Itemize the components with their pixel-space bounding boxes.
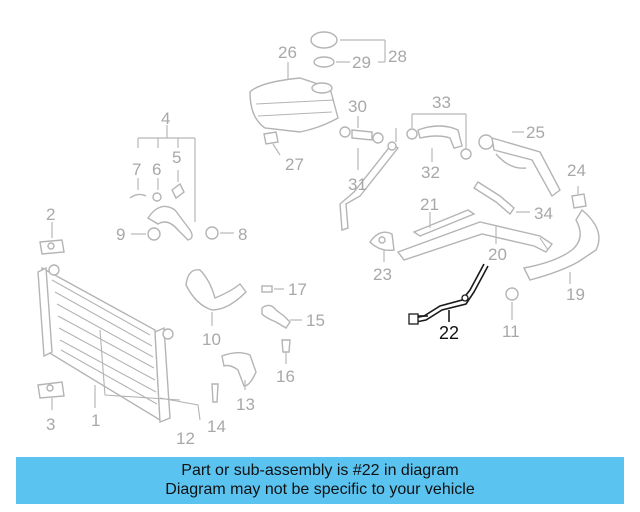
- callout-22: 22: [439, 323, 459, 343]
- clip-17: [261, 285, 273, 293]
- callout-32: 32: [421, 163, 440, 182]
- callout-26: 26: [278, 43, 297, 62]
- callout-5: 5: [172, 148, 181, 167]
- hose-24: [571, 193, 587, 209]
- callout-6: 6: [152, 160, 161, 179]
- callout-28: 28: [388, 47, 407, 66]
- bolt-14: [211, 383, 219, 403]
- pipe-18: [339, 141, 400, 231]
- callout-17: 17: [288, 280, 307, 299]
- coolant-pipe-25: [478, 134, 561, 198]
- hose-15: [261, 304, 291, 329]
- callout-29: 29: [352, 53, 371, 72]
- callout-13: 13: [236, 395, 255, 414]
- callout-1: 1: [91, 411, 100, 430]
- info-banner: Part or sub-assembly is #22 in diagram D…: [16, 457, 624, 504]
- callout-24: 24: [567, 161, 586, 180]
- clamp-8: [205, 226, 234, 240]
- callout-33: 33: [432, 93, 451, 112]
- callout-20: 20: [488, 245, 507, 264]
- lower-mount: [37, 381, 65, 399]
- callout-9: 9: [116, 225, 125, 244]
- pipe-12: [159, 397, 201, 421]
- callout-21: 21: [420, 195, 439, 214]
- callout-3: 3: [46, 415, 55, 434]
- callout-30: 30: [348, 97, 367, 116]
- highlighted-pipe-22: [408, 263, 489, 325]
- hose-13: [221, 352, 257, 387]
- clamp-11: [505, 287, 519, 301]
- callout-7: 7: [132, 160, 141, 179]
- callout-23: 23: [373, 265, 392, 284]
- clamp-9: [131, 227, 161, 241]
- cap-29: [310, 31, 338, 68]
- callout-12: 12: [176, 429, 195, 448]
- callout-8: 8: [238, 225, 247, 244]
- hose-30: [339, 126, 384, 144]
- callout-11: 11: [502, 322, 520, 341]
- callout-25: 25: [526, 123, 545, 142]
- hose-10: [185, 269, 247, 311]
- callout-31: 31: [348, 175, 367, 194]
- pipe-34: [473, 181, 515, 216]
- callout-16: 16: [276, 367, 295, 386]
- sensor-16: [281, 339, 291, 353]
- callout-labels: 1 2 3 4 5 6 7 8 9 10 11 12 13 14 15 16 1…: [46, 43, 586, 448]
- callout-2: 2: [46, 205, 55, 224]
- callout-34: 34: [534, 204, 553, 223]
- parts-diagram: 1 2 3 4 5 6 7 8 9 10 11 12 13 14 15 16 1…: [37, 31, 600, 448]
- bracket-group-4: [129, 125, 196, 241]
- hose-33: [406, 125, 472, 160]
- gasket-23: [369, 231, 395, 252]
- pipe-20: [396, 221, 554, 261]
- pipe-21: [412, 209, 476, 237]
- callout-27: 27: [285, 155, 304, 174]
- grommet-27: [263, 131, 279, 145]
- callout-19: 19: [566, 285, 585, 304]
- banner-line-1: Part or sub-assembly is #22 in diagram: [181, 462, 459, 479]
- callout-14: 14: [207, 417, 226, 436]
- callout-15: 15: [306, 311, 325, 330]
- expansion-tank: [249, 77, 339, 133]
- callout-10: 10: [202, 330, 221, 349]
- mount-bracket: [39, 239, 65, 255]
- lower-hose-19: [522, 208, 600, 281]
- callout-4: 4: [161, 109, 170, 128]
- radiator: [37, 264, 181, 424]
- banner-line-2: Diagram may not be specific to your vehi…: [165, 481, 475, 498]
